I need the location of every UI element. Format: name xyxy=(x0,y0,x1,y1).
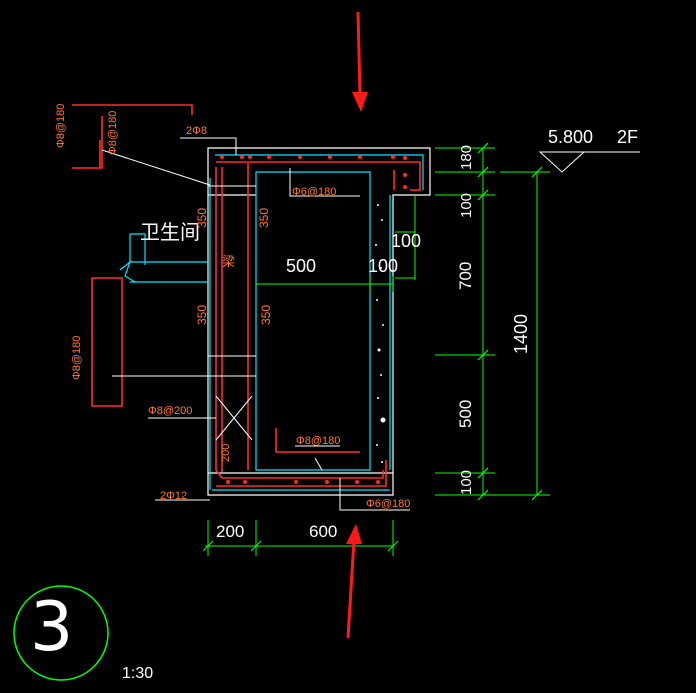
dim-right-100a: 100 xyxy=(458,192,475,218)
rebar-label-left-lower: Φ8@200 xyxy=(148,405,193,417)
dim-350-c: 350 xyxy=(195,304,209,325)
level-floor: 2F xyxy=(617,127,639,147)
dimension-lines-right xyxy=(256,147,550,496)
rebar-label-bottom-2phi12: 2Φ12 xyxy=(160,490,188,502)
room-label: 卫生间 xyxy=(140,220,200,244)
detail-number: 3 xyxy=(30,588,74,667)
dim-right-500: 500 xyxy=(456,399,475,428)
rebar-label-bottom-inner: Φ8@180 xyxy=(296,435,341,447)
rebar-label-top-left-a: Φ8@180 xyxy=(55,103,67,148)
section-arrow-top xyxy=(352,11,368,112)
level-symbol xyxy=(538,151,640,173)
dim-right-100b: 100 xyxy=(458,469,475,495)
dim-350-a: 350 xyxy=(195,207,209,228)
rebar-label-left-mid: Φ8@180 xyxy=(71,335,83,380)
rebar-label-top-inner: Φ6@180 xyxy=(292,186,337,198)
dim-200-small: 200 xyxy=(220,443,232,462)
leader-lines xyxy=(101,137,410,511)
detail-circle xyxy=(13,585,109,681)
dim-350-b: 350 xyxy=(257,207,271,228)
dim-bottom-200: 200 xyxy=(216,522,245,541)
inner-outline xyxy=(119,154,424,491)
cross-mark xyxy=(215,395,253,441)
dim-350-d: 350 xyxy=(259,304,273,325)
rebar-label-bottom-right: Φ6@180 xyxy=(366,498,411,510)
rebar-label-top-2phi8: 2Φ8 xyxy=(186,125,208,137)
dim-inner-100a: 100 xyxy=(391,231,422,251)
dim-bottom-600: 600 xyxy=(309,522,338,541)
dim-inner-500: 500 xyxy=(286,256,317,276)
dimension-lines-bottom xyxy=(202,520,399,556)
concrete-hatch xyxy=(375,204,386,463)
beam-label: 梁 xyxy=(222,255,236,270)
rebar-label-top-left-b: Φ8@180 xyxy=(107,110,119,155)
dim-inner-100b: 100 xyxy=(368,256,399,276)
rebar-dots xyxy=(220,155,407,484)
dimension-ticks-right xyxy=(477,142,543,501)
level-value: 5.800 xyxy=(548,127,594,147)
rebar-lines xyxy=(72,104,421,487)
dim-right-total: 1400 xyxy=(511,313,531,354)
dim-right-700: 700 xyxy=(456,261,475,290)
section-arrow-bottom xyxy=(346,524,362,639)
dim-right-180: 180 xyxy=(458,144,475,170)
scale-label: 1:30 xyxy=(122,665,154,682)
